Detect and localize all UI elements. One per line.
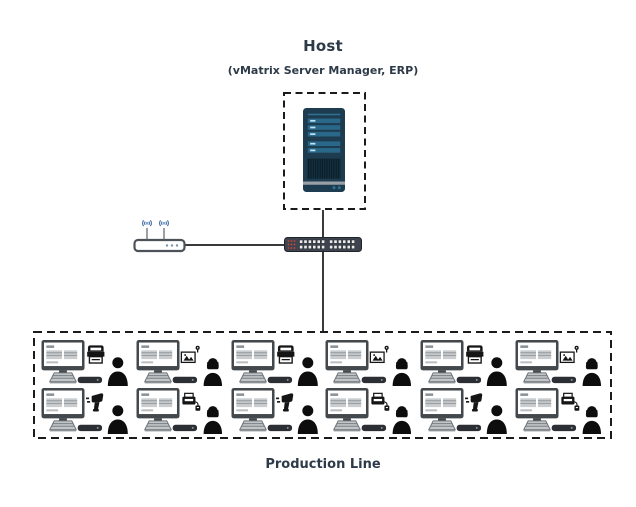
female-operator-icon (582, 357, 602, 386)
female-operator-icon (393, 405, 412, 434)
workstation (136, 339, 225, 387)
workstation (136, 387, 225, 435)
barcode-scanner-icon (85, 392, 104, 412)
barcode-scanner-icon (275, 392, 293, 412)
label-printer-icon (181, 392, 201, 411)
workstation (41, 387, 130, 435)
workstation (231, 339, 320, 387)
server-tower-icon (303, 108, 345, 192)
male-operator-icon (107, 356, 128, 386)
male-operator-icon (107, 404, 128, 434)
printer-icon (86, 344, 106, 364)
female-operator-icon (582, 405, 602, 434)
label-printer-icon (560, 392, 581, 411)
workstation (515, 387, 604, 435)
workstation (325, 387, 414, 435)
printer-icon (465, 344, 485, 364)
workstation (515, 339, 604, 387)
label-printer-icon (371, 392, 391, 411)
network-switch-icon (284, 237, 362, 252)
male-operator-icon (297, 356, 318, 386)
production-dashed-boundary (33, 331, 612, 439)
female-operator-icon (393, 357, 412, 386)
barcode-scanner-icon (465, 392, 483, 412)
male-operator-icon (487, 356, 508, 386)
workstation (41, 339, 130, 387)
cable-access-point-to-switch (184, 244, 286, 246)
female-operator-icon (203, 405, 222, 434)
wireless-access-point-icon (133, 212, 189, 254)
workstation (231, 387, 320, 435)
camera-icon (180, 344, 201, 363)
female-operator-icon (203, 357, 222, 386)
male-operator-icon (297, 404, 318, 434)
host-title: Host (303, 37, 343, 55)
cable-server-to-switch (322, 210, 324, 238)
workstation (420, 339, 509, 387)
printer-icon (276, 344, 295, 364)
workstation (325, 339, 414, 387)
camera-icon (370, 344, 390, 363)
production-line-label: Production Line (265, 457, 381, 472)
male-operator-icon (487, 404, 508, 434)
workstation (420, 387, 509, 435)
host-dashed-boundary (283, 92, 366, 210)
cable-switch-to-production-line (322, 252, 324, 331)
camera-icon (559, 344, 580, 363)
host-subtitle: (vMatrix Server Manager, ERP) (227, 64, 419, 77)
production-grid (33, 331, 612, 439)
